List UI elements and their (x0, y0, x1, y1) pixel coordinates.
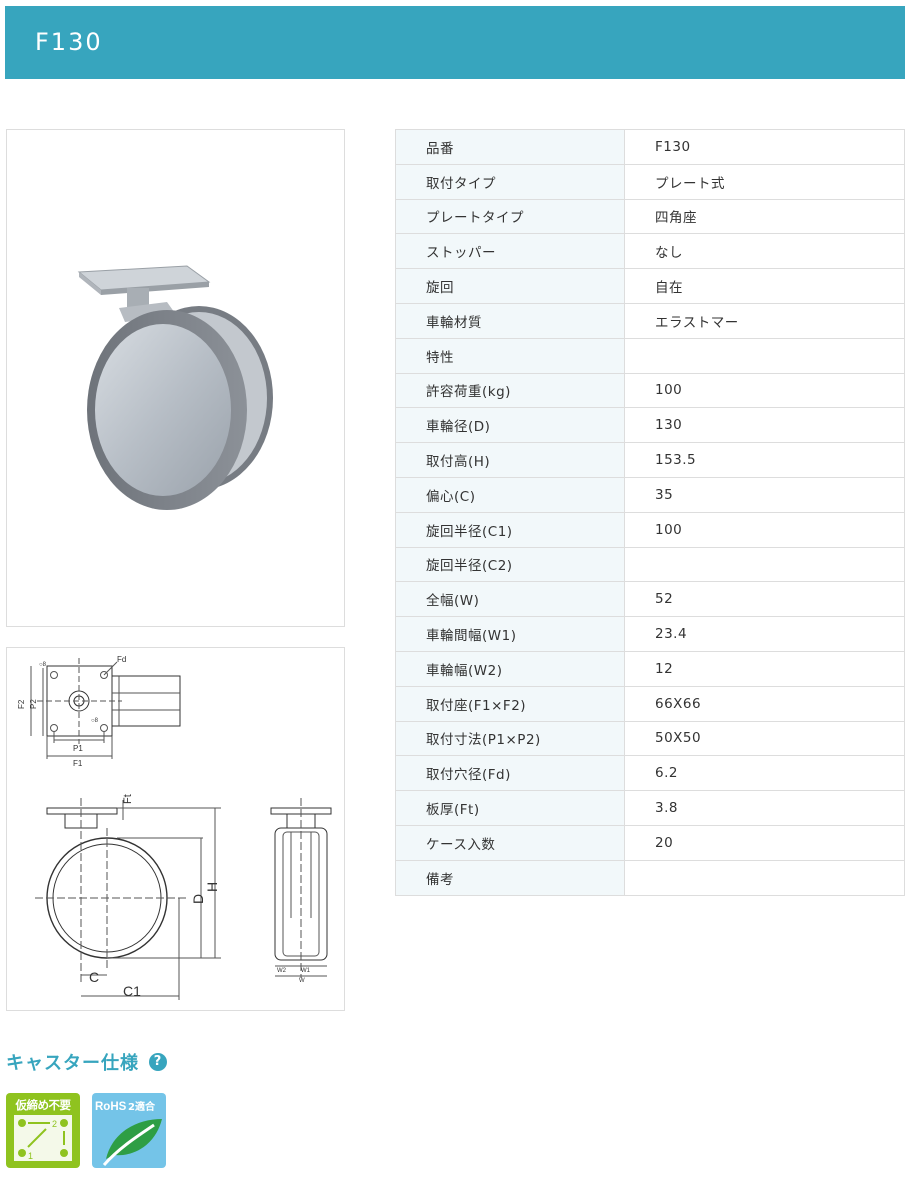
spec-label: 旋回半径(C1) (395, 511, 625, 548)
label-w1: W1 (301, 968, 311, 974)
spec-value (624, 859, 905, 896)
spec-row: 取付穴径(Fd)6.2 (395, 755, 905, 792)
spec-label: 取付タイプ (395, 163, 625, 200)
spec-row: 特性 (395, 337, 905, 374)
spec-value: 23.4 (624, 616, 905, 652)
spec-value: 153.5 (624, 442, 905, 478)
spec-row: 取付寸法(P1×P2)50X50 (395, 720, 905, 757)
spec-row: 偏心(C)35 (395, 476, 905, 513)
spec-row: 車輪径(D)130 (395, 407, 905, 444)
spec-value: 130 (624, 407, 905, 444)
spec-label: 取付座(F1×F2) (395, 685, 625, 722)
page-title: F130 (5, 6, 905, 79)
spec-row: 車輪間幅(W1)23.4 (395, 616, 905, 652)
spec-row: 取付座(F1×F2)66X66 (395, 685, 905, 722)
spec-row: 旋回半径(C1)100 (395, 511, 905, 548)
label-hole-top: ○8 (39, 662, 47, 668)
spec-label: 許容荷重(kg) (395, 372, 625, 409)
badge-no-temporary-tightening: 仮締め不要 2 1 (6, 1093, 80, 1168)
spec-label: ストッパー (395, 233, 625, 270)
spec-value: 20 (624, 824, 905, 861)
spec-value: 52 (624, 581, 905, 618)
badge-digit-2: 2 (52, 1119, 57, 1129)
spec-label: 旋回 (395, 268, 625, 304)
spec-value: 3.8 (624, 790, 905, 826)
spec-row: 許容荷重(kg)100 (395, 372, 905, 409)
leaf-icon: RoHS 2適合 (95, 1100, 162, 1166)
spec-label: ケース入数 (395, 824, 625, 861)
spec-value: プレート式 (624, 163, 905, 200)
spec-row: 旋回半径(C2) (395, 546, 905, 583)
spec-value: 35 (624, 476, 905, 513)
badge-rohs2: RoHS 2適合 (92, 1093, 166, 1168)
spec-label: 車輪幅(W2) (395, 650, 625, 687)
spec-label: 旋回半径(C2) (395, 546, 625, 583)
label-hole-bottom: ○8 (91, 718, 99, 724)
spec-value: 自在 (624, 268, 905, 304)
label-c1: C1 (123, 983, 141, 999)
label-p1: P1 (73, 744, 83, 753)
spec-label: 車輪材質 (395, 302, 625, 339)
badge-digit-1: 1 (28, 1151, 33, 1161)
spec-value (624, 337, 905, 374)
spec-row: 車輪幅(W2)12 (395, 650, 905, 687)
spec-row: 備考 (395, 859, 905, 896)
spec-label: 取付高(H) (395, 442, 625, 478)
spec-label: 車輪径(D) (395, 407, 625, 444)
dimension-drawing: F2 P2 P1 F1 Fd ○8 ○8 Ft D H C C1 (6, 647, 345, 1011)
label-ft: Ft (122, 794, 134, 804)
caster-image (77, 265, 273, 510)
spec-row: 取付タイププレート式 (395, 163, 905, 200)
badge-rohs-suffix: 2適合 (128, 1100, 156, 1113)
dimension-drawing-svg: F2 P2 P1 F1 Fd ○8 ○8 Ft D H C C1 (17, 655, 332, 1000)
label-fd: Fd (117, 655, 126, 664)
label-w: W (299, 978, 305, 984)
label-d: D (190, 894, 206, 904)
product-photo (6, 129, 345, 627)
spec-row: ストッパーなし (395, 233, 905, 270)
label-f2: F2 (17, 699, 26, 709)
spec-label: 全幅(W) (395, 581, 625, 618)
spec-label: プレートタイプ (395, 198, 625, 235)
help-icon[interactable]: ? (149, 1053, 167, 1071)
spec-value: 50X50 (624, 720, 905, 757)
spec-value: 12 (624, 650, 905, 687)
label-w2: W2 (277, 968, 287, 974)
spec-value: エラストマー (624, 302, 905, 339)
spec-row: 取付高(H)153.5 (395, 442, 905, 478)
badge-kari-label: 仮締め不要 (15, 1098, 72, 1112)
spec-label: 取付寸法(P1×P2) (395, 720, 625, 757)
spec-row: 旋回自在 (395, 268, 905, 304)
bolt-order-icon: 2 1 (14, 1115, 72, 1161)
badge-rohs-label: RoHS (95, 1101, 127, 1113)
spec-value: 四角座 (624, 198, 905, 235)
spec-row: 全幅(W)52 (395, 581, 905, 618)
caster-spec-title: キャスター仕様 (6, 1053, 139, 1074)
label-c: C (89, 969, 99, 985)
spec-label: 偏心(C) (395, 476, 625, 513)
spec-label: 備考 (395, 859, 625, 896)
spec-label: 車輪間幅(W1) (395, 616, 625, 652)
label-h: H (204, 882, 220, 892)
spec-row: 板厚(Ft)3.8 (395, 790, 905, 826)
caster-spec-heading: キャスター仕様 ? (6, 1049, 167, 1075)
spec-row: プレートタイプ四角座 (395, 198, 905, 235)
spec-value: 66X66 (624, 685, 905, 722)
spec-value: なし (624, 233, 905, 270)
label-f1: F1 (73, 759, 83, 768)
spec-label: 取付穴径(Fd) (395, 755, 625, 792)
spec-label: 板厚(Ft) (395, 790, 625, 826)
spec-row: 車輪材質エラストマー (395, 302, 905, 339)
label-p2: P2 (29, 699, 38, 709)
spec-value: F130 (624, 129, 905, 165)
spec-value: 6.2 (624, 755, 905, 792)
spec-value (624, 546, 905, 583)
spec-value: 100 (624, 511, 905, 548)
spec-label: 品番 (395, 129, 625, 165)
spec-value: 100 (624, 372, 905, 409)
spec-label: 特性 (395, 337, 625, 374)
